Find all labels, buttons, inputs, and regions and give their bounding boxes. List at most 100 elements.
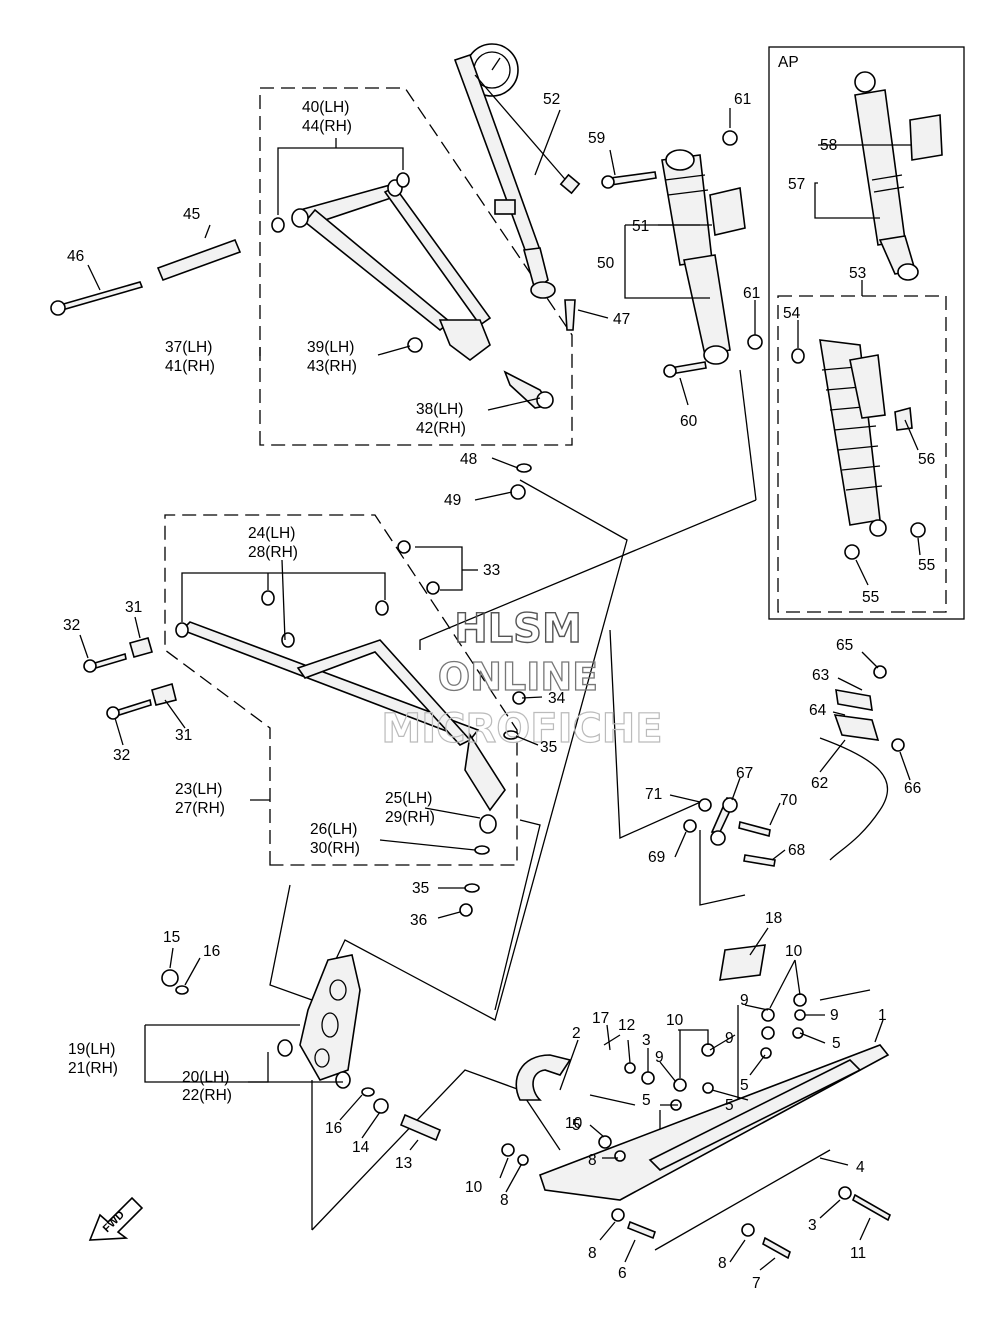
fwd-arrow: FWD xyxy=(88,1196,144,1241)
part-45-46-pivot xyxy=(50,172,410,316)
callout-17: 17 xyxy=(592,1010,609,1027)
callout-5: 5 xyxy=(725,1097,734,1114)
callout-8: 8 xyxy=(500,1192,509,1209)
callout-10: 10 xyxy=(666,1012,684,1029)
callout-65: 65 xyxy=(836,637,853,654)
watermark-line-1: HLSM xyxy=(454,606,582,652)
callout-7: 7 xyxy=(752,1275,761,1292)
callout-66: 66 xyxy=(904,780,921,797)
callout-8: 8 xyxy=(588,1152,597,1169)
callout-32: 32 xyxy=(113,747,130,764)
part-1-ski xyxy=(501,944,892,1260)
callout-31: 31 xyxy=(175,727,192,744)
callout-43: 43(RH) xyxy=(307,358,357,375)
callout-44: 44(RH) xyxy=(302,118,352,135)
callout-45: 45 xyxy=(183,206,200,223)
callout-12: 12 xyxy=(618,1017,635,1034)
callout-56: 56 xyxy=(918,451,935,468)
callout-4: 4 xyxy=(856,1159,865,1176)
part-31-32-bushings xyxy=(83,637,177,720)
callout-9: 9 xyxy=(740,992,749,1009)
group-boundaries xyxy=(164,46,965,1231)
callout-11: 11 xyxy=(850,1245,866,1262)
callout-52: 52 xyxy=(543,91,560,108)
callout-55: 55 xyxy=(918,557,935,574)
part-59-61-hardware xyxy=(601,130,763,378)
callout-23: 23(LH) xyxy=(175,781,222,798)
part-38-ball-joint xyxy=(407,299,576,500)
callout-32: 32 xyxy=(63,617,80,634)
callout-70: 70 xyxy=(780,792,798,809)
callout-62: 62 xyxy=(811,775,828,792)
callout-31: 31 xyxy=(125,599,142,616)
part-37-upper-a-arm xyxy=(291,179,492,361)
callout-9: 9 xyxy=(830,1007,839,1024)
callout-25: 25(LH) xyxy=(385,790,432,807)
callout-69: 69 xyxy=(648,849,665,866)
callout-29: 29(RH) xyxy=(385,809,435,826)
callout-60: 60 xyxy=(680,413,698,430)
callout-48: 48 xyxy=(460,451,477,468)
callout-16: 16 xyxy=(203,943,220,960)
watermark: HLSM ONLINE MICROFICHE xyxy=(381,605,663,752)
callout-54: 54 xyxy=(783,305,801,322)
part-57-ap-shock xyxy=(854,71,943,281)
callout-21: 21(RH) xyxy=(68,1060,118,1077)
callout-20: 20(LH) xyxy=(182,1069,229,1086)
callout-46: 46 xyxy=(67,248,84,265)
callout-39: 39(LH) xyxy=(307,339,354,356)
callout-3: 3 xyxy=(642,1032,651,1049)
callout-63: 63 xyxy=(812,667,829,684)
callout-57: 57 xyxy=(788,176,805,193)
callout-8: 8 xyxy=(718,1255,727,1272)
callout-27: 27(RH) xyxy=(175,800,225,817)
callout-41: 41(RH) xyxy=(165,358,215,375)
callout-5: 5 xyxy=(740,1077,749,1094)
callout-36: 36 xyxy=(410,912,427,929)
part-19-ski-bracket xyxy=(161,954,442,1142)
callout-68: 68 xyxy=(788,842,805,859)
watermark-line-2: ONLINE xyxy=(438,655,598,699)
callout-67: 67 xyxy=(736,765,753,782)
callout-38: 38(LH) xyxy=(416,401,463,418)
callout-26: 26(LH) xyxy=(310,821,357,838)
callout-42: 42(RH) xyxy=(416,420,466,437)
callout-53: 53 xyxy=(849,265,866,282)
callout-47: 47 xyxy=(613,311,630,328)
callout-labels: 1 2 3 3 4 5 5 5 5 5 6 7 8 8 8 8 9 9 9 9 … xyxy=(63,54,935,1292)
callout-49: 49 xyxy=(444,492,461,509)
callout-33: 33 xyxy=(483,562,500,579)
part-50-shock xyxy=(661,149,746,365)
part-52-gauge-arm xyxy=(453,43,581,299)
callout-35: 35 xyxy=(540,739,557,756)
callout-2: 2 xyxy=(572,1025,581,1042)
callout-14: 14 xyxy=(352,1139,370,1156)
part-53-ap-shock-coil xyxy=(791,339,926,560)
leader-lines xyxy=(79,108,921,1271)
callout-34: 34 xyxy=(548,690,566,707)
callout-51: 51 xyxy=(632,218,649,235)
callout-18: 18 xyxy=(765,910,782,927)
watermark-line-3: MICROFICHE xyxy=(381,706,662,752)
part-23-lower-a-arm xyxy=(175,540,526,917)
callout-61: 61 xyxy=(734,91,751,108)
callout-28: 28(RH) xyxy=(248,544,298,561)
callout-15: 15 xyxy=(163,929,180,946)
callout-13: 13 xyxy=(395,1155,412,1172)
callout-10: 10 xyxy=(785,943,803,960)
callout-30: 30(RH) xyxy=(310,840,360,857)
callout-3: 3 xyxy=(808,1217,817,1234)
callout-64: 64 xyxy=(809,702,827,719)
callout-1: 1 xyxy=(878,1007,887,1024)
callout-5: 5 xyxy=(832,1035,841,1052)
callout-10: 10 xyxy=(565,1115,583,1132)
callout-5: 5 xyxy=(572,1117,581,1134)
callout-55: 55 xyxy=(862,589,879,606)
callout-6: 6 xyxy=(618,1265,627,1282)
callout-19: 19(LH) xyxy=(68,1041,115,1058)
callout-9: 9 xyxy=(725,1030,734,1047)
callout-58: 58 xyxy=(820,137,837,154)
callout-50: 50 xyxy=(597,255,615,272)
inset-title: AP xyxy=(778,54,799,71)
